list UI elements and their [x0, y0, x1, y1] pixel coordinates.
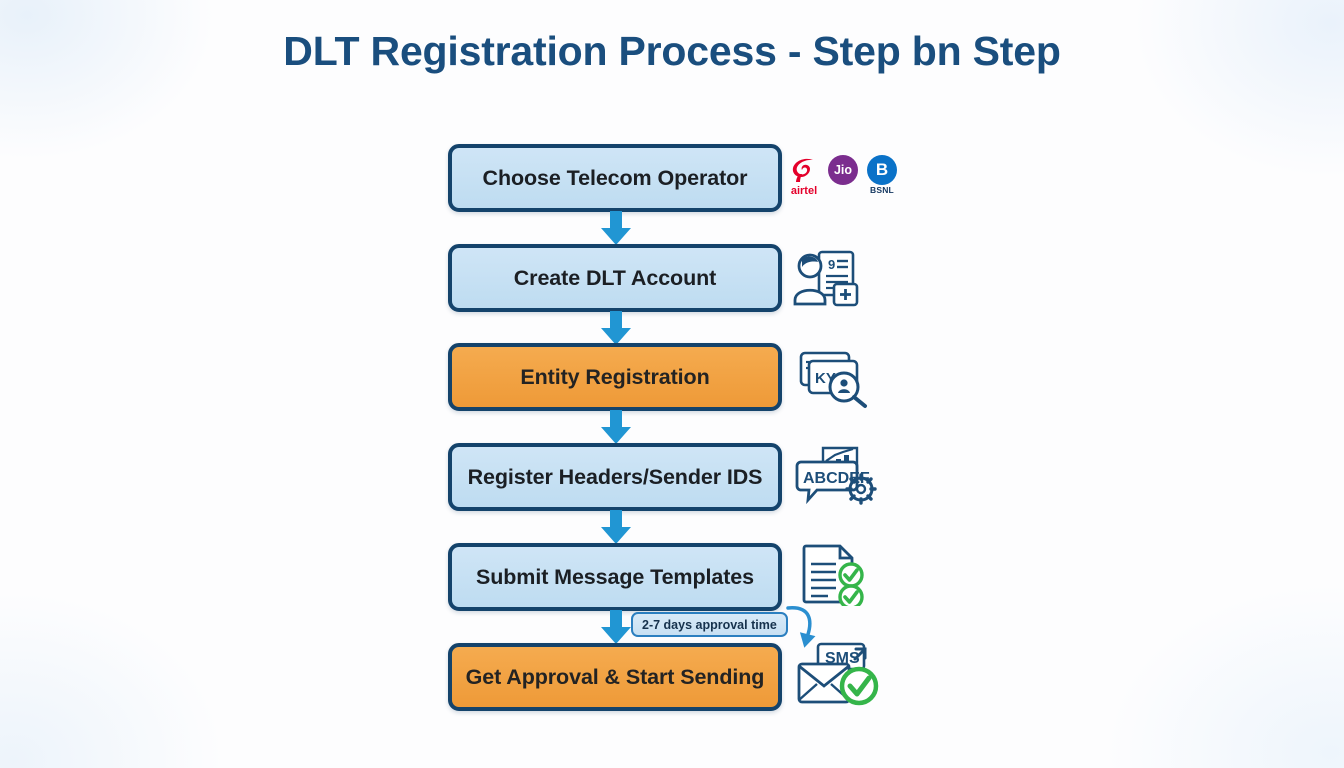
- approval-time-annotation: 2-7 days approval time: [631, 612, 788, 637]
- airtel-logo: airtel: [787, 155, 821, 197]
- airtel-swirl-icon: [789, 155, 819, 185]
- user-document-add-icon: 9: [792, 248, 864, 308]
- bsnl-circle-icon: B: [867, 155, 897, 185]
- flow-step-choose-telecom-operator[interactable]: Choose Telecom Operator: [448, 144, 782, 212]
- flow-step-label: Create DLT Account: [513, 265, 717, 290]
- jio-mark-text: Jio: [828, 155, 858, 185]
- connector-arrow-step3-step4: [598, 410, 634, 446]
- flow-step-label: Submit Message Templates: [476, 564, 754, 589]
- bsnl-mark-letter: B: [867, 155, 897, 185]
- bsnl-logo: B BSNL: [865, 155, 899, 195]
- flow-step-label: Entity Registration: [520, 364, 710, 389]
- page-title: DLT Registration Process - Step bn Step: [283, 28, 1061, 74]
- connector-arrow-step2-step3: [598, 311, 634, 347]
- document-approved-icon: [800, 542, 870, 606]
- sms-approved-icon: SMS: [795, 642, 883, 708]
- flow-step-submit-message-templates[interactable]: Submit Message Templates: [448, 543, 782, 611]
- flow-step-label: Get Approval & Start Sending: [465, 664, 765, 689]
- sender-id-abcdef-icon: ABCDEF: [795, 444, 877, 508]
- flow-step-get-approval-start-sending[interactable]: Get Approval & Start Sending: [448, 643, 782, 711]
- connector-arrow-step1-step2: [598, 211, 634, 247]
- connector-arrow-step4-step5: [598, 510, 634, 546]
- flow-step-label: Choose Telecom Operator: [482, 165, 748, 190]
- annotation-curved-arrow-icon: [784, 602, 826, 654]
- jio-circle-icon: Jio: [828, 155, 858, 185]
- approval-time-text: 2-7 days approval time: [642, 617, 777, 632]
- flow-step-label: Register Headers/Sender IDS: [467, 464, 763, 489]
- flow-step-create-dlt-account[interactable]: Create DLT Account: [448, 244, 782, 312]
- airtel-caption: airtel: [790, 185, 818, 197]
- kyc-verification-icon: KYC: [796, 347, 872, 409]
- svg-text:9: 9: [828, 257, 835, 272]
- flow-step-entity-registration[interactable]: Entity Registration: [448, 343, 782, 411]
- bsnl-caption: BSNL: [870, 185, 894, 195]
- flow-step-register-headers-sender-ids[interactable]: Register Headers/Sender IDS: [448, 443, 782, 511]
- jio-logo: Jio .: [826, 155, 860, 196]
- telecom-operator-logos: airtel Jio . B BSNL: [787, 155, 899, 197]
- connector-arrow-step5-step6: [598, 610, 634, 646]
